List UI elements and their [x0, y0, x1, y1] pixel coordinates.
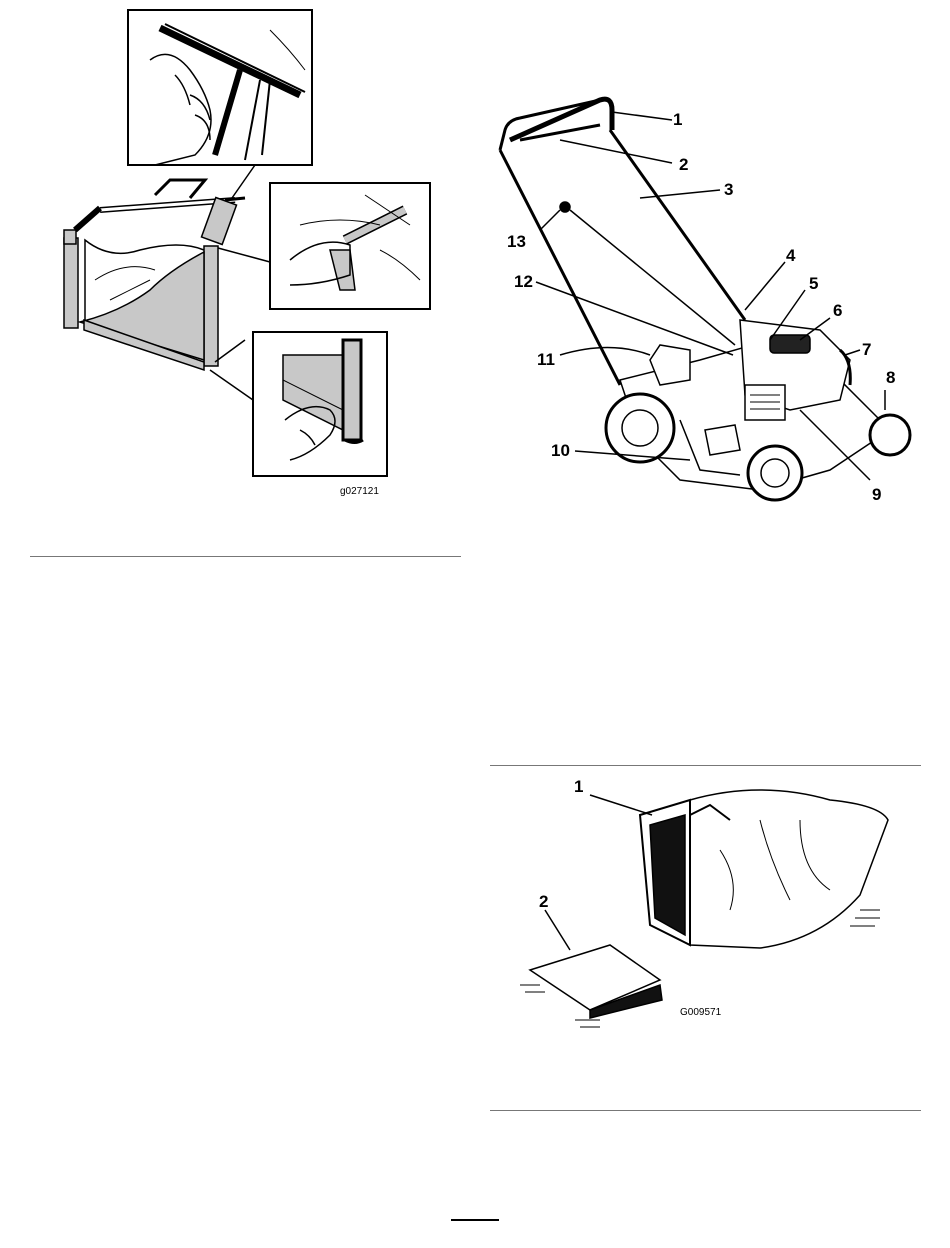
- footer-page-rule: [451, 1219, 499, 1221]
- figure-divider-right-bottom: [490, 1110, 921, 1111]
- callout-bag-2: 2: [539, 892, 548, 912]
- figure-id-bag-plug: G009571: [680, 1007, 721, 1018]
- callout-bag-1: 1: [574, 777, 583, 797]
